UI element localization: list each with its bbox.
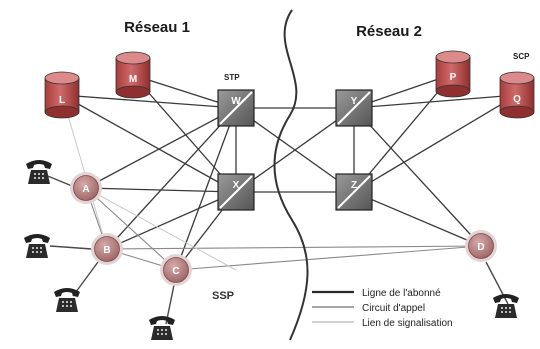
link-L-W: [61, 94, 237, 109]
node-label-C: C: [172, 266, 179, 277]
subscriber-line-B1: [49, 245, 93, 250]
database-icon: [115, 51, 151, 99]
link-X-Y: [235, 107, 355, 193]
circuit-A-C: [85, 187, 177, 271]
node-label-D: D: [477, 242, 484, 253]
circuit-B-D: [106, 245, 482, 250]
switch-icon: [335, 173, 373, 211]
legend-call-circuit: Circuit d'appel: [362, 303, 425, 314]
node-label-Z: Z: [351, 180, 357, 191]
database-M: M: [115, 51, 151, 99]
scp-label: SCP: [513, 52, 530, 61]
link-L-X: [61, 94, 237, 193]
ssp-C: C: [160, 254, 192, 286]
node-label-M: M: [129, 74, 137, 85]
link-A-W: [85, 107, 237, 189]
link-Y-Q: [353, 94, 518, 109]
phone-B2: [54, 288, 80, 312]
node-label-W: W: [231, 96, 241, 107]
phone-D: [493, 294, 519, 318]
circuit-C-D: [175, 245, 482, 271]
switch-icon: [217, 173, 255, 211]
ssp-B: B: [91, 233, 123, 265]
database-icon: [499, 71, 535, 119]
node-label-L: L: [59, 95, 65, 106]
link-B-W: [106, 107, 237, 250]
phone-A: [26, 160, 52, 184]
node-label-Q: Q: [513, 94, 521, 105]
stp-W: W: [217, 89, 255, 127]
link-B-X: [106, 191, 237, 250]
database-icon: [435, 50, 471, 98]
link-Z-D: [353, 191, 482, 247]
link-Y-D: [353, 107, 482, 247]
aux-link-2: [61, 94, 108, 250]
network-separator: [273, 9, 309, 341]
node-label-A: A: [82, 184, 89, 195]
phone-B1: [24, 234, 50, 258]
database-Q: Q: [499, 71, 535, 119]
node-label-X: X: [233, 180, 240, 191]
database-icon: [44, 71, 80, 119]
title-reseau-2: Réseau 2: [356, 23, 422, 40]
stp-Y: Y: [335, 89, 373, 127]
legend-subscriber-line: Ligne de l'abonné: [362, 288, 441, 299]
subscriber-line-B2: [72, 261, 99, 297]
title-reseau-1: Réseau 1: [124, 19, 190, 36]
database-P: P: [435, 50, 471, 98]
node-label-B: B: [103, 245, 110, 256]
telephone-icon: [24, 234, 50, 258]
ssp-D: D: [465, 230, 497, 262]
link-M-X: [132, 74, 237, 193]
stp-Z: Z: [335, 173, 373, 211]
telephone-icon: [149, 316, 175, 340]
switch-icon: [335, 89, 373, 127]
phone-C: [149, 316, 175, 340]
link-Z-P: [353, 73, 454, 193]
legend: Ligne de l'abonné Circuit d'appel Lien d…: [312, 288, 453, 329]
switch-icon: [217, 89, 255, 127]
legend-signaling-link: Lien de signalisation: [362, 318, 453, 329]
database-L: L: [44, 71, 80, 119]
link-Z-Q: [353, 94, 518, 193]
telephone-icon: [26, 160, 52, 184]
node-label-Y: Y: [351, 96, 358, 107]
ssp-A: A: [70, 172, 102, 204]
aux-link-1: [85, 187, 237, 271]
telephone-icon: [54, 288, 80, 312]
stp-X: X: [217, 173, 255, 211]
node-label-P: P: [450, 72, 457, 83]
links: [37, 73, 518, 325]
ssp-label: SSP: [212, 290, 234, 302]
telephone-icon: [493, 294, 519, 318]
stp-label: STP: [224, 73, 240, 82]
